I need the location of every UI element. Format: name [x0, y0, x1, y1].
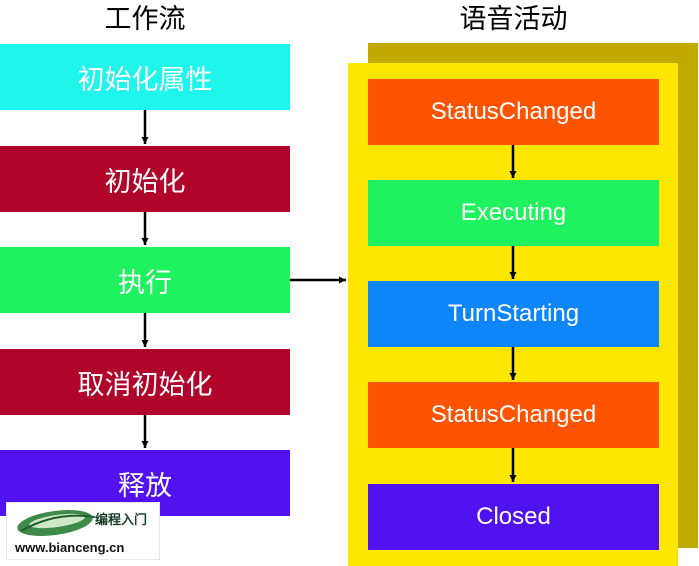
workflow-step-uninitialize: 取消初始化	[0, 349, 290, 415]
leaf-logo-icon	[17, 509, 96, 537]
watermark-url: www.bianceng.cn	[15, 540, 125, 555]
workflow-step-execute: 执行	[0, 247, 290, 313]
watermark-logo: 编程入门 www.bianceng.cn	[6, 502, 160, 560]
activity-step-executing: Executing	[368, 180, 659, 246]
workflow-title: 工作流	[104, 4, 186, 35]
speech-activity-title: 语音活动	[459, 4, 568, 35]
activity-step-status-changed-2: StatusChanged	[368, 382, 659, 448]
workflow-step-init-properties: 初始化属性	[0, 44, 290, 110]
activity-step-turn-starting: TurnStarting	[368, 281, 659, 347]
watermark-name: 编程入门	[95, 513, 148, 528]
activity-step-status-changed: StatusChanged	[368, 79, 659, 145]
workflow-step-initialize: 初始化	[0, 146, 290, 212]
activity-step-closed: Closed	[368, 484, 659, 550]
